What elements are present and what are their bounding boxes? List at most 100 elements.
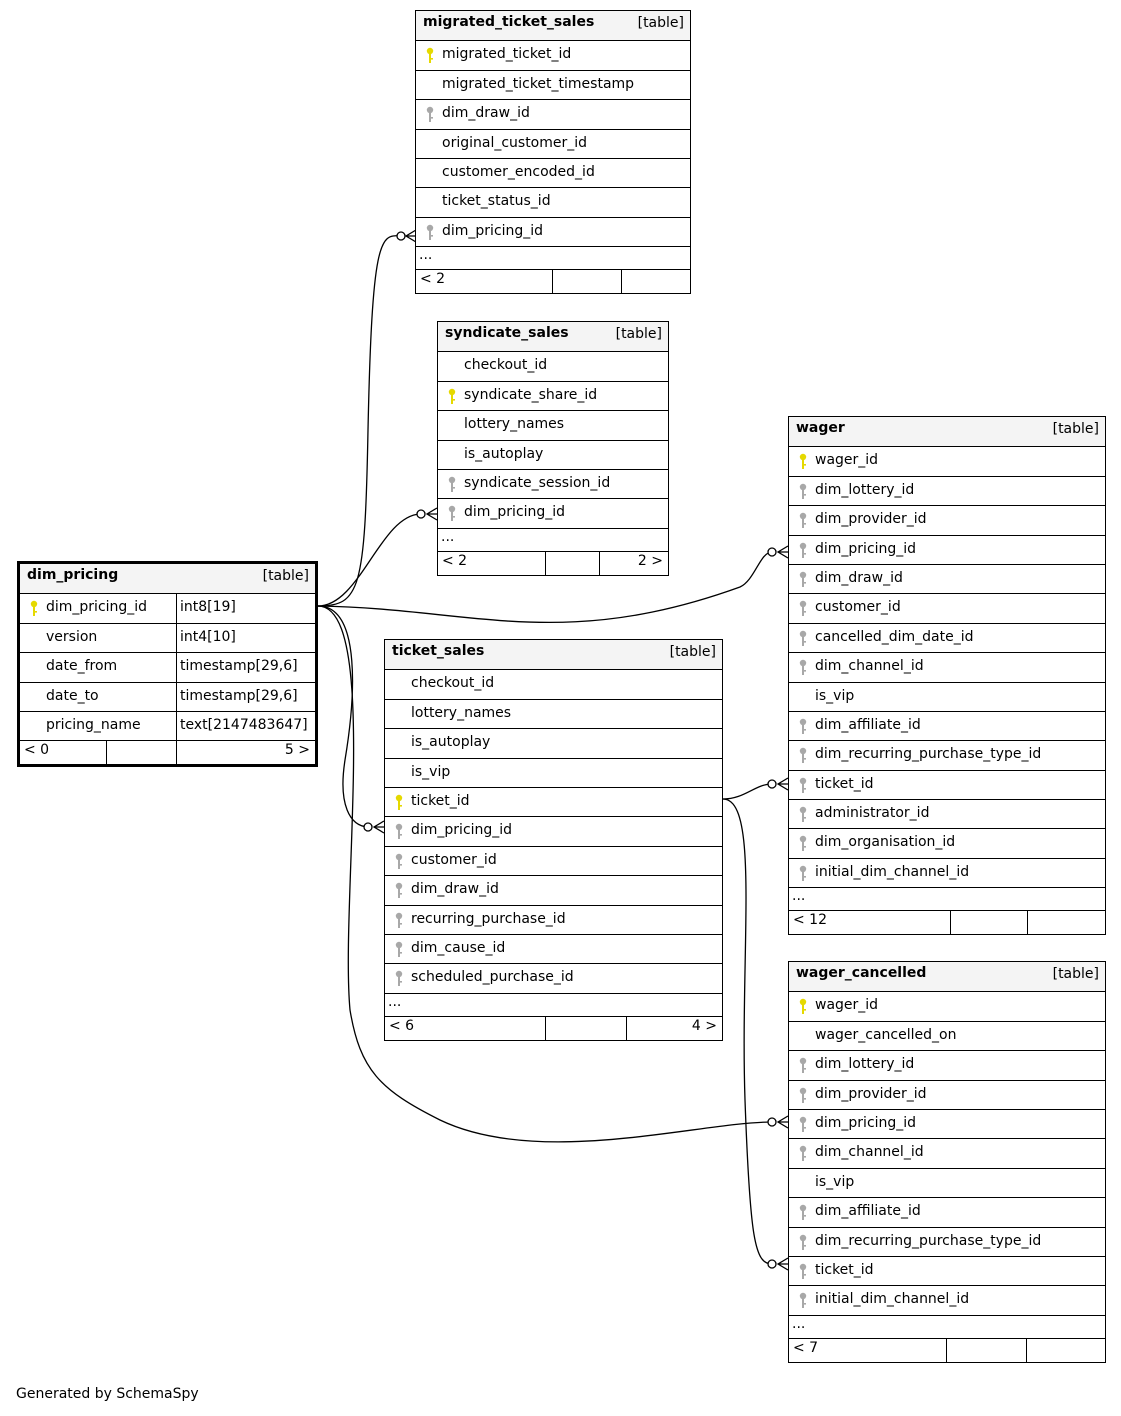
parents-count[interactable]: < 2 [442,552,468,569]
column-row[interactable]: recurring_purchase_id [385,904,722,934]
more-columns-row[interactable]: ... [789,1314,1105,1338]
more-columns-row[interactable]: ... [789,887,1105,910]
column-row[interactable]: dim_draw_id [416,99,690,128]
more-columns-row[interactable]: ... [416,246,690,269]
column-row[interactable]: syndicate_share_id [438,380,668,410]
column-type: int4[10] [180,628,236,645]
parents-count[interactable]: < 2 [420,271,446,288]
column-row[interactable]: dim_channel_id [789,652,1105,681]
more-columns-row[interactable]: ... [385,992,722,1016]
column-row[interactable]: wager_id [789,991,1105,1020]
column-row[interactable]: initial_dim_channel_id [789,1285,1105,1314]
column-row[interactable]: ticket_status_id [416,187,690,216]
table-type: [table] [669,644,716,660]
column-row[interactable]: administrator_id [789,799,1105,828]
column-row[interactable]: dim_pricing_id [789,1108,1105,1138]
column-name: dim_channel_id [815,1144,924,1161]
column-row[interactable]: dim_pricing_id [385,816,722,845]
column-row[interactable]: is_vip [789,681,1105,711]
column-row[interactable]: migrated_ticket_timestamp [416,69,690,99]
more-columns-row[interactable]: ... [438,527,668,551]
column-row[interactable]: dim_provider_id [789,505,1105,534]
table-name: dim_pricing [27,567,119,583]
column-row[interactable]: customer_id [789,593,1105,622]
column-row[interactable]: ticket_id [789,769,1105,799]
table-type: [table] [615,326,662,342]
column-row[interactable]: dim_recurring_purchase_type_id [789,1226,1105,1256]
parents-count[interactable]: < 7 [793,1339,819,1356]
column-name: dim_draw_id [442,105,530,122]
table-name: migrated_ticket_sales [423,14,595,30]
parents-count[interactable]: < 12 [793,912,827,929]
column-row[interactable]: is_vip [789,1167,1105,1197]
column-row[interactable]: dim_pricing_id [438,498,668,527]
column-row[interactable]: dim_lottery_id [789,1050,1105,1079]
column-type: int8[19] [180,599,236,616]
link-dim-pricing-to-syndicate-sales [317,513,421,607]
column-row[interactable]: dim_provider_id [789,1079,1105,1109]
column-name: is_vip [411,763,451,780]
column-row[interactable]: dim_lottery_id [789,475,1105,505]
children-count[interactable]: 2 > [637,552,663,569]
parents-count[interactable]: < 0 [24,742,50,759]
column-row[interactable]: ticket_id [385,786,722,816]
column-row[interactable]: wager_id [789,446,1105,475]
column-row[interactable]: customer_id [385,845,722,875]
column-type-cell: text[2147483647] [176,711,308,741]
column-row[interactable]: dim_affiliate_id [789,710,1105,740]
column-row[interactable]: is_autoplay [385,728,722,757]
column-row[interactable]: original_customer_id [416,128,690,158]
column-row[interactable]: dim_pricing_id [789,534,1105,564]
column-row[interactable]: customer_encoded_id [416,157,690,187]
column-name: dim_draw_id [815,569,903,586]
column-row[interactable]: dim_draw_id [789,563,1105,593]
link-dim-pricing-to-ticket-sales [317,605,369,828]
column-name: dim_lottery_id [815,1056,915,1073]
column-row[interactable]: dim_affiliate_id [789,1197,1105,1226]
column-row[interactable]: syndicate_session_id [438,468,668,498]
column-row[interactable]: lottery_names [438,410,668,439]
table-type: [table] [262,568,309,584]
column-name: checkout_id [411,675,495,692]
column-row[interactable]: dim_draw_id [385,875,722,904]
column-row[interactable]: is_autoplay [438,439,668,469]
column-row[interactable]: is_vip [385,757,722,787]
link-ticket-sales-to-wager-cancelled [722,798,773,1265]
column-name: is_autoplay [464,445,544,462]
column-row[interactable]: wager_cancelled_on [789,1020,1105,1050]
column-name: dim_lottery_id [815,481,915,498]
table-type: [table] [1052,966,1099,982]
table-migrated-ticket-sales[interactable]: migrated_ticket_sales[table]migrated_tic… [415,10,691,295]
children-count[interactable]: 5 > [284,742,310,759]
column-row[interactable]: dim_channel_id [789,1138,1105,1167]
children-count[interactable]: 4 > [691,1017,717,1034]
column-row[interactable]: dim_recurring_purchase_type_id [789,740,1105,769]
column-row[interactable]: dim_organisation_id [789,828,1105,857]
column-name: dim_provider_id [815,511,927,528]
parents-count[interactable]: < 6 [389,1017,415,1034]
more-columns: ... [388,993,402,1010]
column-row[interactable]: ticket_id [789,1255,1105,1285]
column-row[interactable]: cancelled_dim_date_id [789,622,1105,652]
column-row[interactable]: initial_dim_channel_id [789,857,1105,887]
column-row[interactable]: checkout_id [438,351,668,380]
column-row[interactable]: dim_pricing_id [416,216,690,246]
column-row[interactable]: scheduled_purchase_id [385,963,722,992]
column-type: timestamp[29,6] [180,687,298,704]
column-row[interactable]: checkout_id [385,669,722,698]
column-type-cell: int8[19] [176,594,236,623]
column-row[interactable]: lottery_names [385,698,722,728]
column-row[interactable]: migrated_ticket_id [416,40,690,69]
table-name: syndicate_sales [445,325,569,341]
column-row[interactable]: dim_cause_id [385,933,722,963]
